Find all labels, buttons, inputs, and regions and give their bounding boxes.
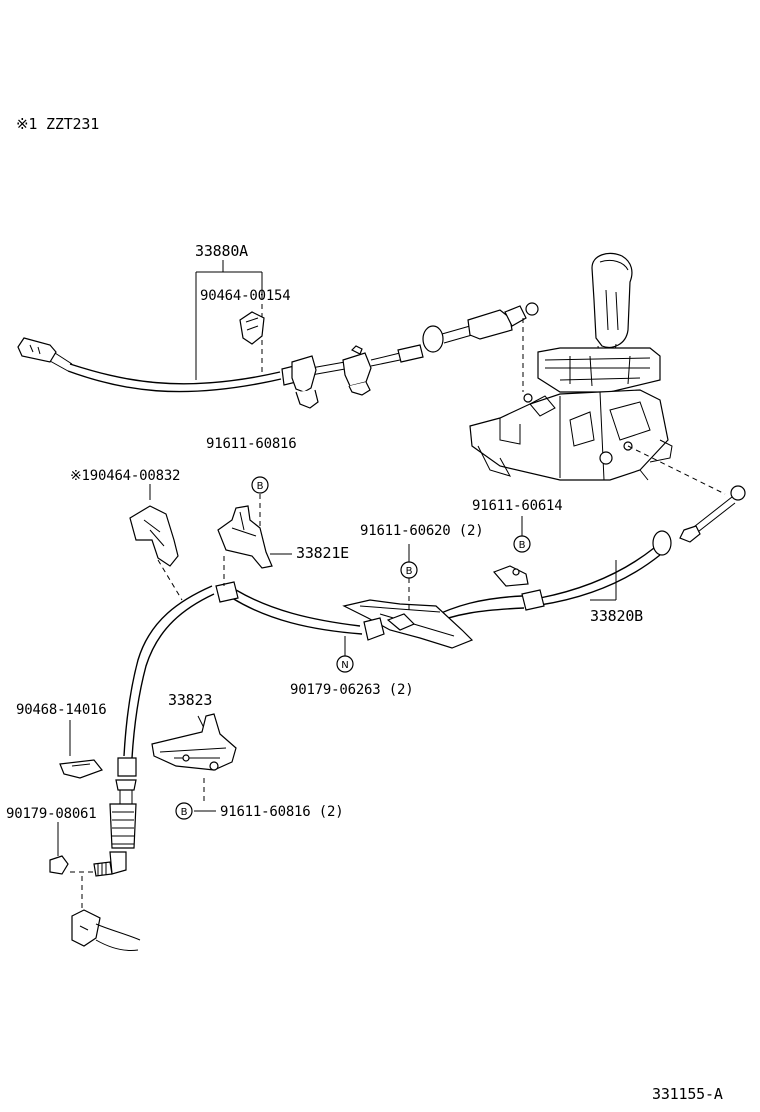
bolt-marker-lower: B [175,802,193,820]
model-note-mark: ※1 [16,115,38,133]
callout-90464-00832: ※190464-00832 [70,468,181,484]
shift-lever-assembly [469,252,673,481]
callout-33820b: 33820B [590,607,643,625]
figure-code: 331155-A [652,1085,723,1103]
callout-91611-60816-lower: 91611-60816 (2) [220,804,344,820]
transaxle-lever [71,909,141,951]
bolt-marker-center: B [400,561,418,579]
callout-91611-60614: 91611-60614 [472,498,563,514]
callout-90179-08061: 90179-08061 [6,806,97,822]
callout-33823: 33823 [168,691,213,709]
bolt-marker-upper-text: B [257,481,264,492]
callout-33880a: 33880A [195,242,248,260]
callout-91611-60620: 91611-60620 (2) [360,523,484,539]
bracket-33821e [217,505,273,569]
callout-90468-14016: 90468-14016 [16,702,107,718]
bolt-marker-lower-text: B [181,807,188,818]
lower-cable-33820b [109,485,746,875]
bolt-marker-right: B [513,535,531,553]
clamp-90464-00832 [129,505,179,567]
callout-91611-60816: 91611-60816 [206,436,297,452]
clamp-90464-00154 [239,311,265,345]
callout-33821e: 33821E [296,544,349,562]
model-note: ※1 ZZT231 [16,116,99,132]
bracket-33823 [151,713,237,771]
callout-90179-06263: 90179-06263 (2) [290,682,414,698]
nut-marker-center-text: N [341,660,348,671]
nut-marker-center: N [336,655,354,673]
callout-90464-00154: 90464-00154 [200,288,291,304]
bolt-marker-right-text: B [519,540,526,551]
nut-90179-08061 [49,855,113,877]
upper-cable-33880a [17,302,539,409]
bolt-marker-upper: B [251,476,269,494]
clip-90468-14016 [59,759,103,779]
bolt-marker-center-text: B [406,566,413,577]
model-note-code: ZZT231 [46,115,100,133]
